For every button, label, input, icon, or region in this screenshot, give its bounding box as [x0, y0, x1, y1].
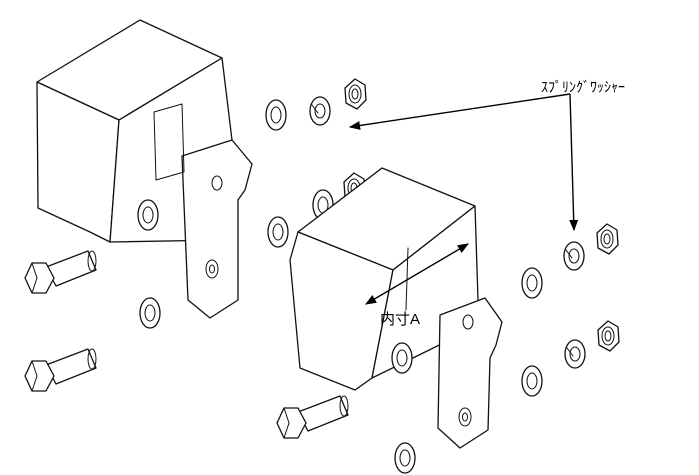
bolt-left-upper [24, 250, 97, 294]
spring-washer-right-row2 [564, 339, 586, 369]
inner-dimension-label: 内寸A [380, 311, 420, 328]
spring-washer-top [309, 96, 331, 126]
washer-right-upper [391, 342, 413, 374]
bolt-left-lower [24, 348, 97, 392]
washer-right-lower [394, 442, 416, 474]
inner-dimension-arrow [365, 243, 469, 305]
spring-washer-callout [348, 93, 579, 232]
bracket-left [36, 19, 253, 319]
nut-right-row1 [596, 223, 619, 255]
bolt-right [276, 395, 349, 439]
spring-washer-label: ｽﾌﾟﾘﾝｸﾞﾜｯｼｬｰ [541, 79, 625, 95]
nut-right-row2 [597, 320, 620, 352]
washer-right-row1 [521, 267, 543, 299]
washer-left-lower [139, 297, 161, 329]
nut-top [344, 78, 367, 110]
spring-washer-right-row1 [563, 241, 585, 271]
washer-left-upper [137, 199, 159, 231]
washer-right-row2 [521, 365, 543, 397]
washer-mid-left [267, 216, 289, 248]
washer-top [265, 99, 287, 131]
